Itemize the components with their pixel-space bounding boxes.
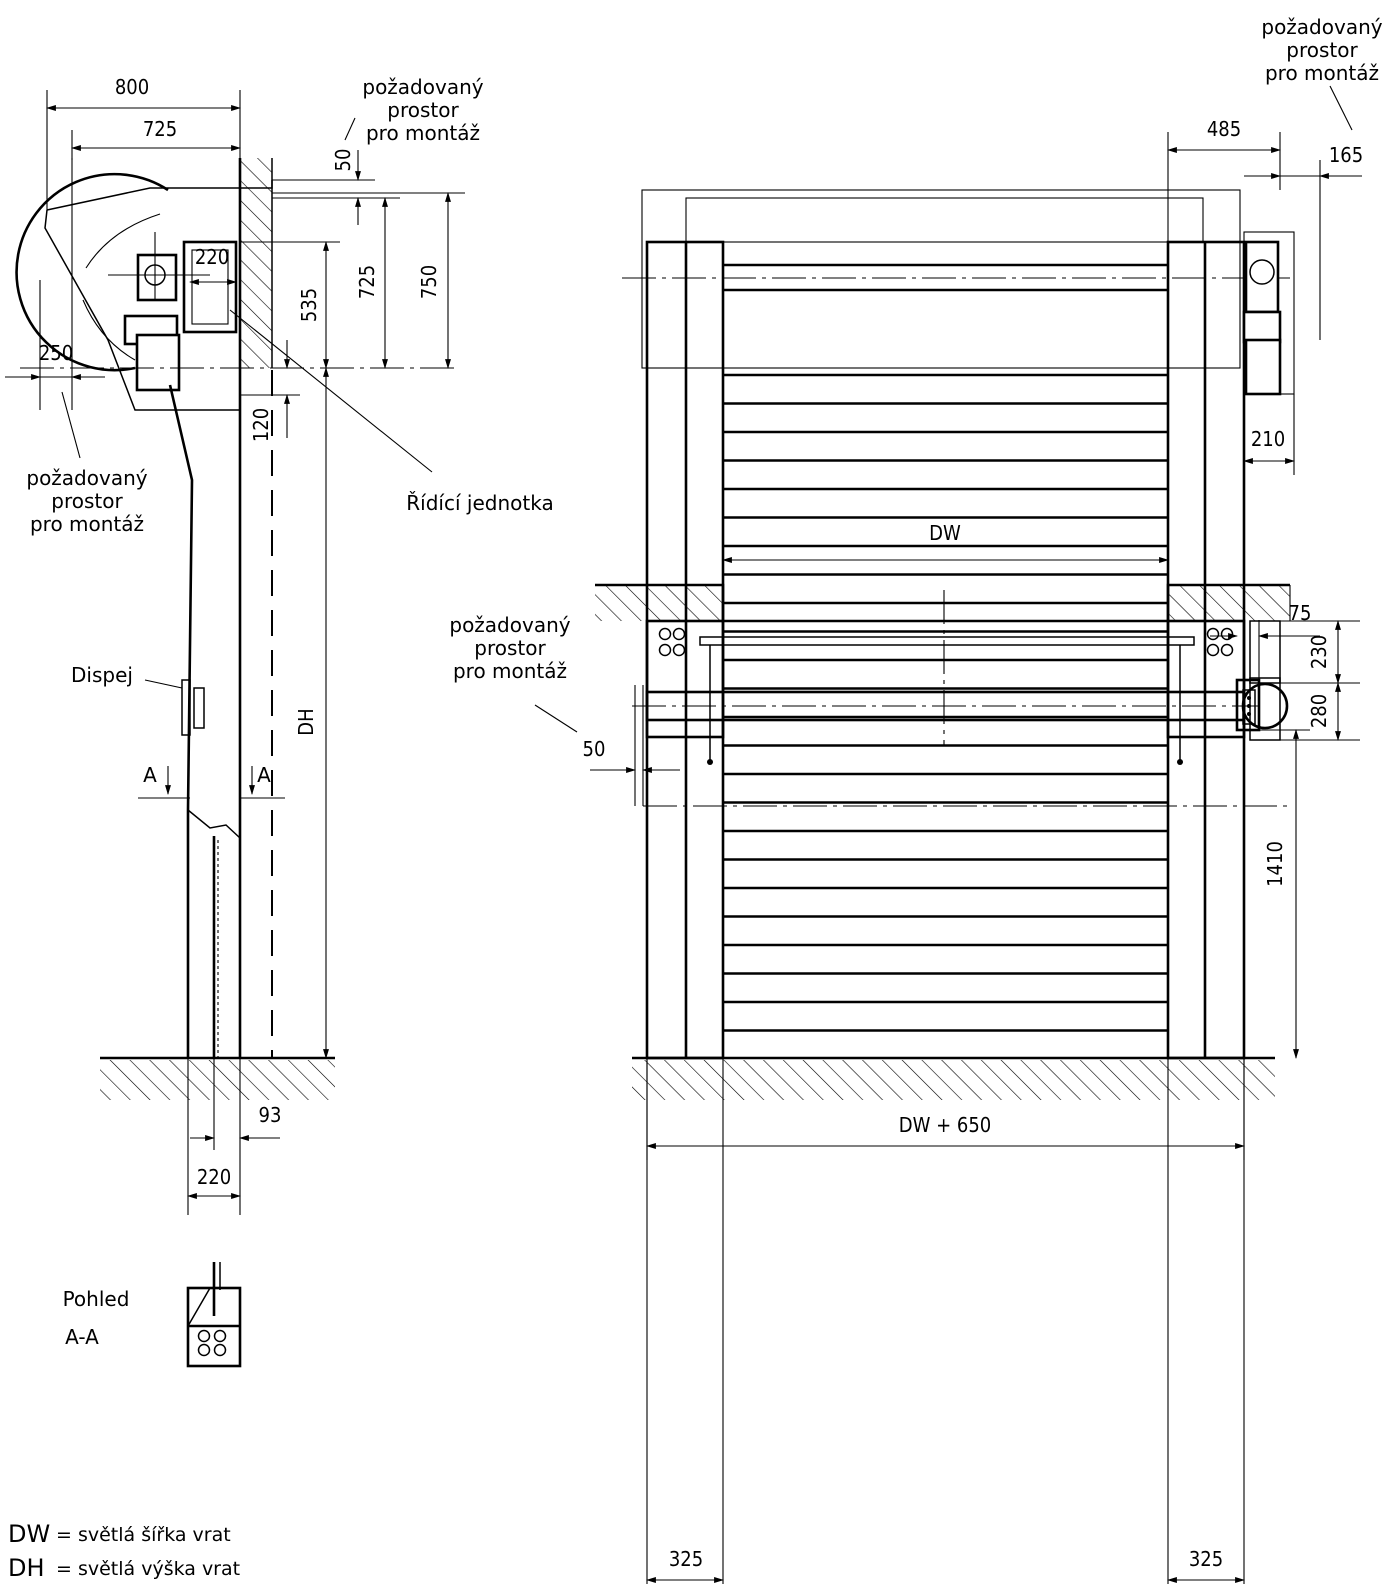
dim-800: 800	[115, 75, 149, 99]
svg-text:prostor: prostor	[474, 636, 546, 660]
legend-key-dh: DH	[8, 1554, 45, 1582]
svg-text:požadovaný: požadovaný	[1261, 15, 1382, 39]
section-marker-left: A	[143, 763, 157, 787]
svg-text:prostor: prostor	[1286, 38, 1358, 62]
svg-text:požadovaný: požadovaný	[26, 466, 147, 490]
dim-dh: DH	[294, 708, 318, 735]
svg-text:pro montáž: pro montáž	[366, 121, 480, 145]
dim-50-side: 50	[331, 149, 355, 172]
dim-535: 535	[297, 288, 321, 322]
dim-75: 75	[1289, 601, 1312, 625]
view-aa-detail	[186, 1262, 242, 1368]
dim-165: 165	[1329, 143, 1363, 167]
dim-725-top: 725	[143, 117, 177, 141]
dim-750: 750	[417, 265, 441, 299]
door-slats	[723, 373, 1168, 1032]
dim-485: 485	[1207, 117, 1241, 141]
svg-text:požadovaný: požadovaný	[362, 75, 483, 99]
plan-motor	[1241, 682, 1289, 730]
dim-dw-plus-650: DW + 650	[899, 1113, 992, 1137]
plan-guide-bar	[699, 636, 1195, 646]
svg-text:prostor: prostor	[387, 98, 459, 122]
display-device	[181, 679, 191, 736]
svg-text:pro montáž: pro montáž	[1265, 61, 1379, 85]
front-view	[622, 85, 1362, 1160]
legend-text-dh: = světlá výška vrat	[56, 1558, 240, 1580]
dim-725-vert: 725	[355, 265, 379, 299]
front-floor-hatch	[632, 1060, 1275, 1100]
svg-text:požadovaný: požadovaný	[449, 613, 570, 637]
dim-210: 210	[1251, 427, 1285, 451]
roll-drum	[15, 172, 169, 372]
section-marker-right: A	[257, 763, 271, 787]
wall-hatch	[240, 158, 272, 368]
legend: DW = světlá šířka vrat DH = světlá výška…	[8, 1520, 240, 1582]
display-label: Dispej	[71, 663, 133, 687]
control-box	[182, 240, 238, 334]
front-motor-body	[1244, 338, 1282, 396]
install-space-label-side-top: požadovaný prostor pro montáž	[362, 75, 483, 145]
view-word: Pohled	[63, 1287, 130, 1311]
dim-220-bottom: 220	[197, 1165, 231, 1189]
svg-text:pro montáž: pro montáž	[30, 512, 144, 536]
dim-250: 250	[39, 341, 73, 365]
keypad	[1235, 678, 1261, 732]
dim-93: 93	[259, 1103, 282, 1127]
dim-50-plan: 50	[583, 737, 606, 761]
dim-220-box: 220	[195, 245, 229, 269]
dim-325-left: 325	[669, 1547, 703, 1571]
plan-view	[534, 548, 1360, 1584]
motor-gearbox	[136, 253, 178, 302]
dim-325-right: 325	[1189, 1547, 1223, 1571]
dim-230: 230	[1307, 635, 1331, 669]
legend-key-dw: DW	[8, 1520, 50, 1548]
control-unit-label: Řídící jednotka	[406, 491, 553, 515]
dim-dw: DW	[929, 521, 961, 545]
install-space-label-plan: požadovaný prostor pro montáž	[449, 613, 570, 683]
dim-120: 120	[249, 408, 273, 442]
side-view	[5, 90, 465, 1215]
install-space-label-side-left: požadovaný prostor pro montáž	[26, 466, 147, 536]
motor-body	[135, 333, 181, 392]
dim-1410: 1410	[1263, 841, 1287, 887]
dim-280: 280	[1307, 694, 1331, 728]
curtain-front	[168, 384, 194, 1058]
svg-text:pro montáž: pro montáž	[453, 659, 567, 683]
install-space-label-front: požadovaný prostor pro montáž	[1261, 15, 1382, 85]
legend-text-dw: = světlá šířka vrat	[56, 1524, 231, 1546]
floor-hatch	[100, 1060, 335, 1100]
view-name: A-A	[65, 1325, 99, 1349]
svg-text:prostor: prostor	[51, 489, 123, 513]
